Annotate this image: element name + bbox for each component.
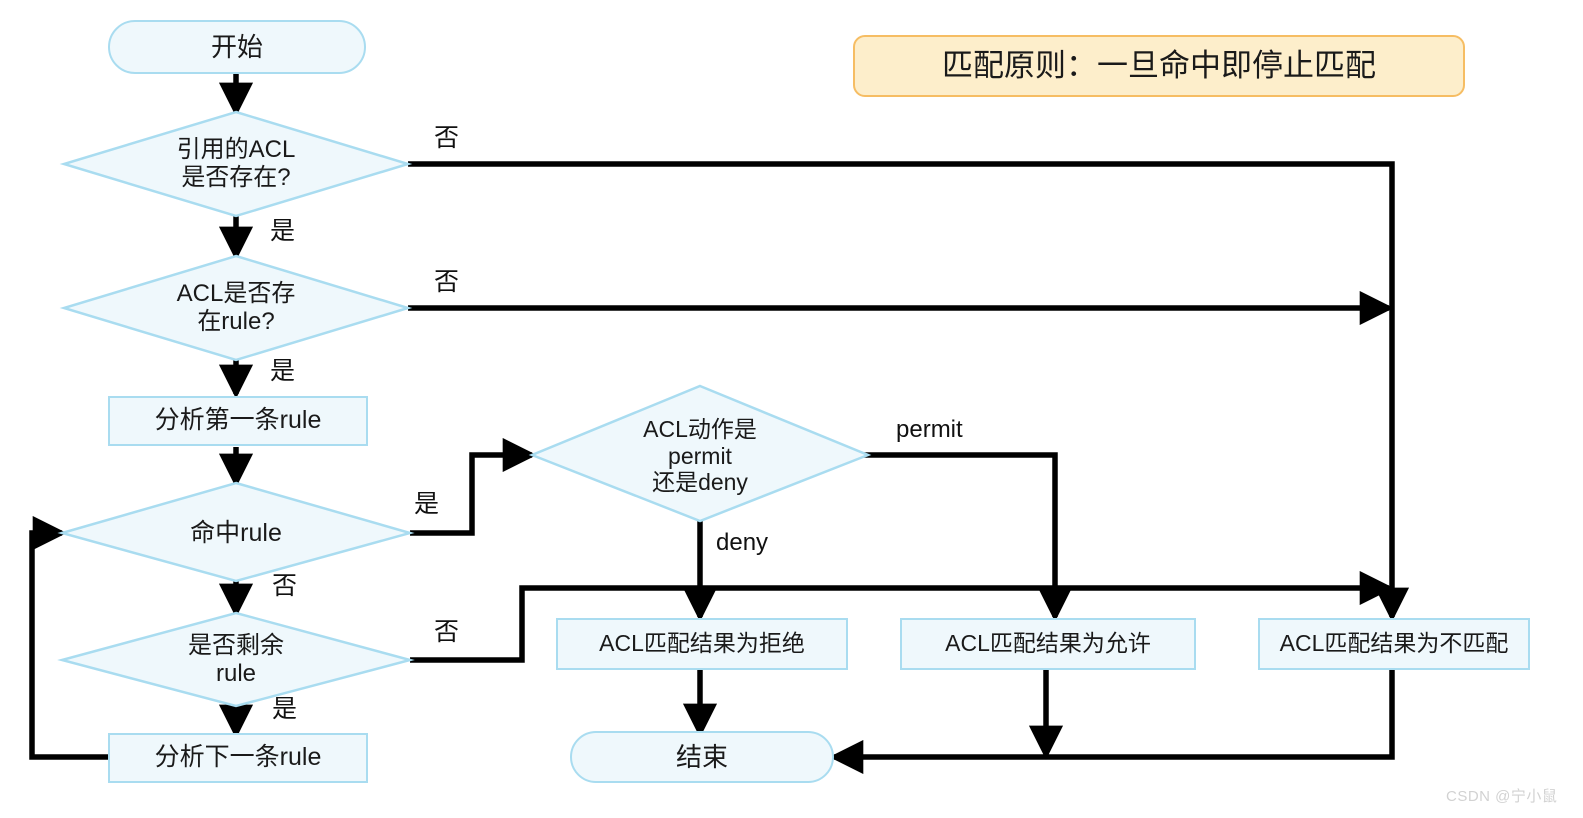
edge-hit-rule-yes xyxy=(410,437,537,536)
node-result-nomatch[interactable]: ACL匹配结果为不匹配 xyxy=(1258,618,1530,670)
node-analyze-next-rule[interactable]: 分析下一条rule xyxy=(108,733,368,783)
node-analyze-first-rule-label: 分析第一条rule xyxy=(154,406,322,435)
edge-label-action-permit: permit xyxy=(896,416,963,443)
edge-loop-back xyxy=(29,515,108,760)
node-result-deny-label: ACL匹配结果为拒绝 xyxy=(599,630,805,657)
edge-label-action-deny: deny xyxy=(716,529,769,556)
edge-label-acl-exists-no: 否 xyxy=(434,124,460,152)
edge-nomatch-to-end xyxy=(829,670,1395,775)
node-result-permit[interactable]: ACL匹配结果为允许 xyxy=(900,618,1196,670)
title-banner-label: 匹配原则：一旦命中即停止匹配 xyxy=(942,47,1376,83)
title-banner: 匹配原则：一旦命中即停止匹配 xyxy=(853,35,1465,97)
edge-acl-exists-no xyxy=(408,161,1410,622)
edge-remaining-no xyxy=(410,570,1394,663)
edge-label-acl-exists-yes: 是 xyxy=(270,217,296,245)
edge-label-rule-exists-no: 否 xyxy=(434,268,460,296)
edge-label-hit-rule-yes: 是 xyxy=(414,490,440,518)
watermark: CSDN @宁小鼠 xyxy=(1446,788,1558,805)
node-start-label: 开始 xyxy=(210,31,263,62)
node-analyze-next-rule-label: 分析下一条rule xyxy=(154,743,322,772)
edge-label-remaining-no: 否 xyxy=(434,618,460,646)
node-result-deny[interactable]: ACL匹配结果为拒绝 xyxy=(556,618,848,670)
node-start[interactable]: 开始 xyxy=(108,20,366,74)
node-end[interactable]: 结束 xyxy=(570,731,834,783)
node-result-permit-label: ACL匹配结果为允许 xyxy=(945,630,1151,657)
edge-label-rule-exists-yes: 是 xyxy=(270,357,296,385)
node-result-nomatch-label: ACL匹配结果为不匹配 xyxy=(1279,630,1509,657)
edge-label-hit-rule-no: 否 xyxy=(272,572,298,600)
node-analyze-first-rule[interactable]: 分析第一条rule xyxy=(108,396,368,446)
node-end-label: 结束 xyxy=(675,741,728,772)
edge-action-permit xyxy=(855,452,1073,622)
edge-label-remaining-yes: 是 xyxy=(272,695,298,723)
